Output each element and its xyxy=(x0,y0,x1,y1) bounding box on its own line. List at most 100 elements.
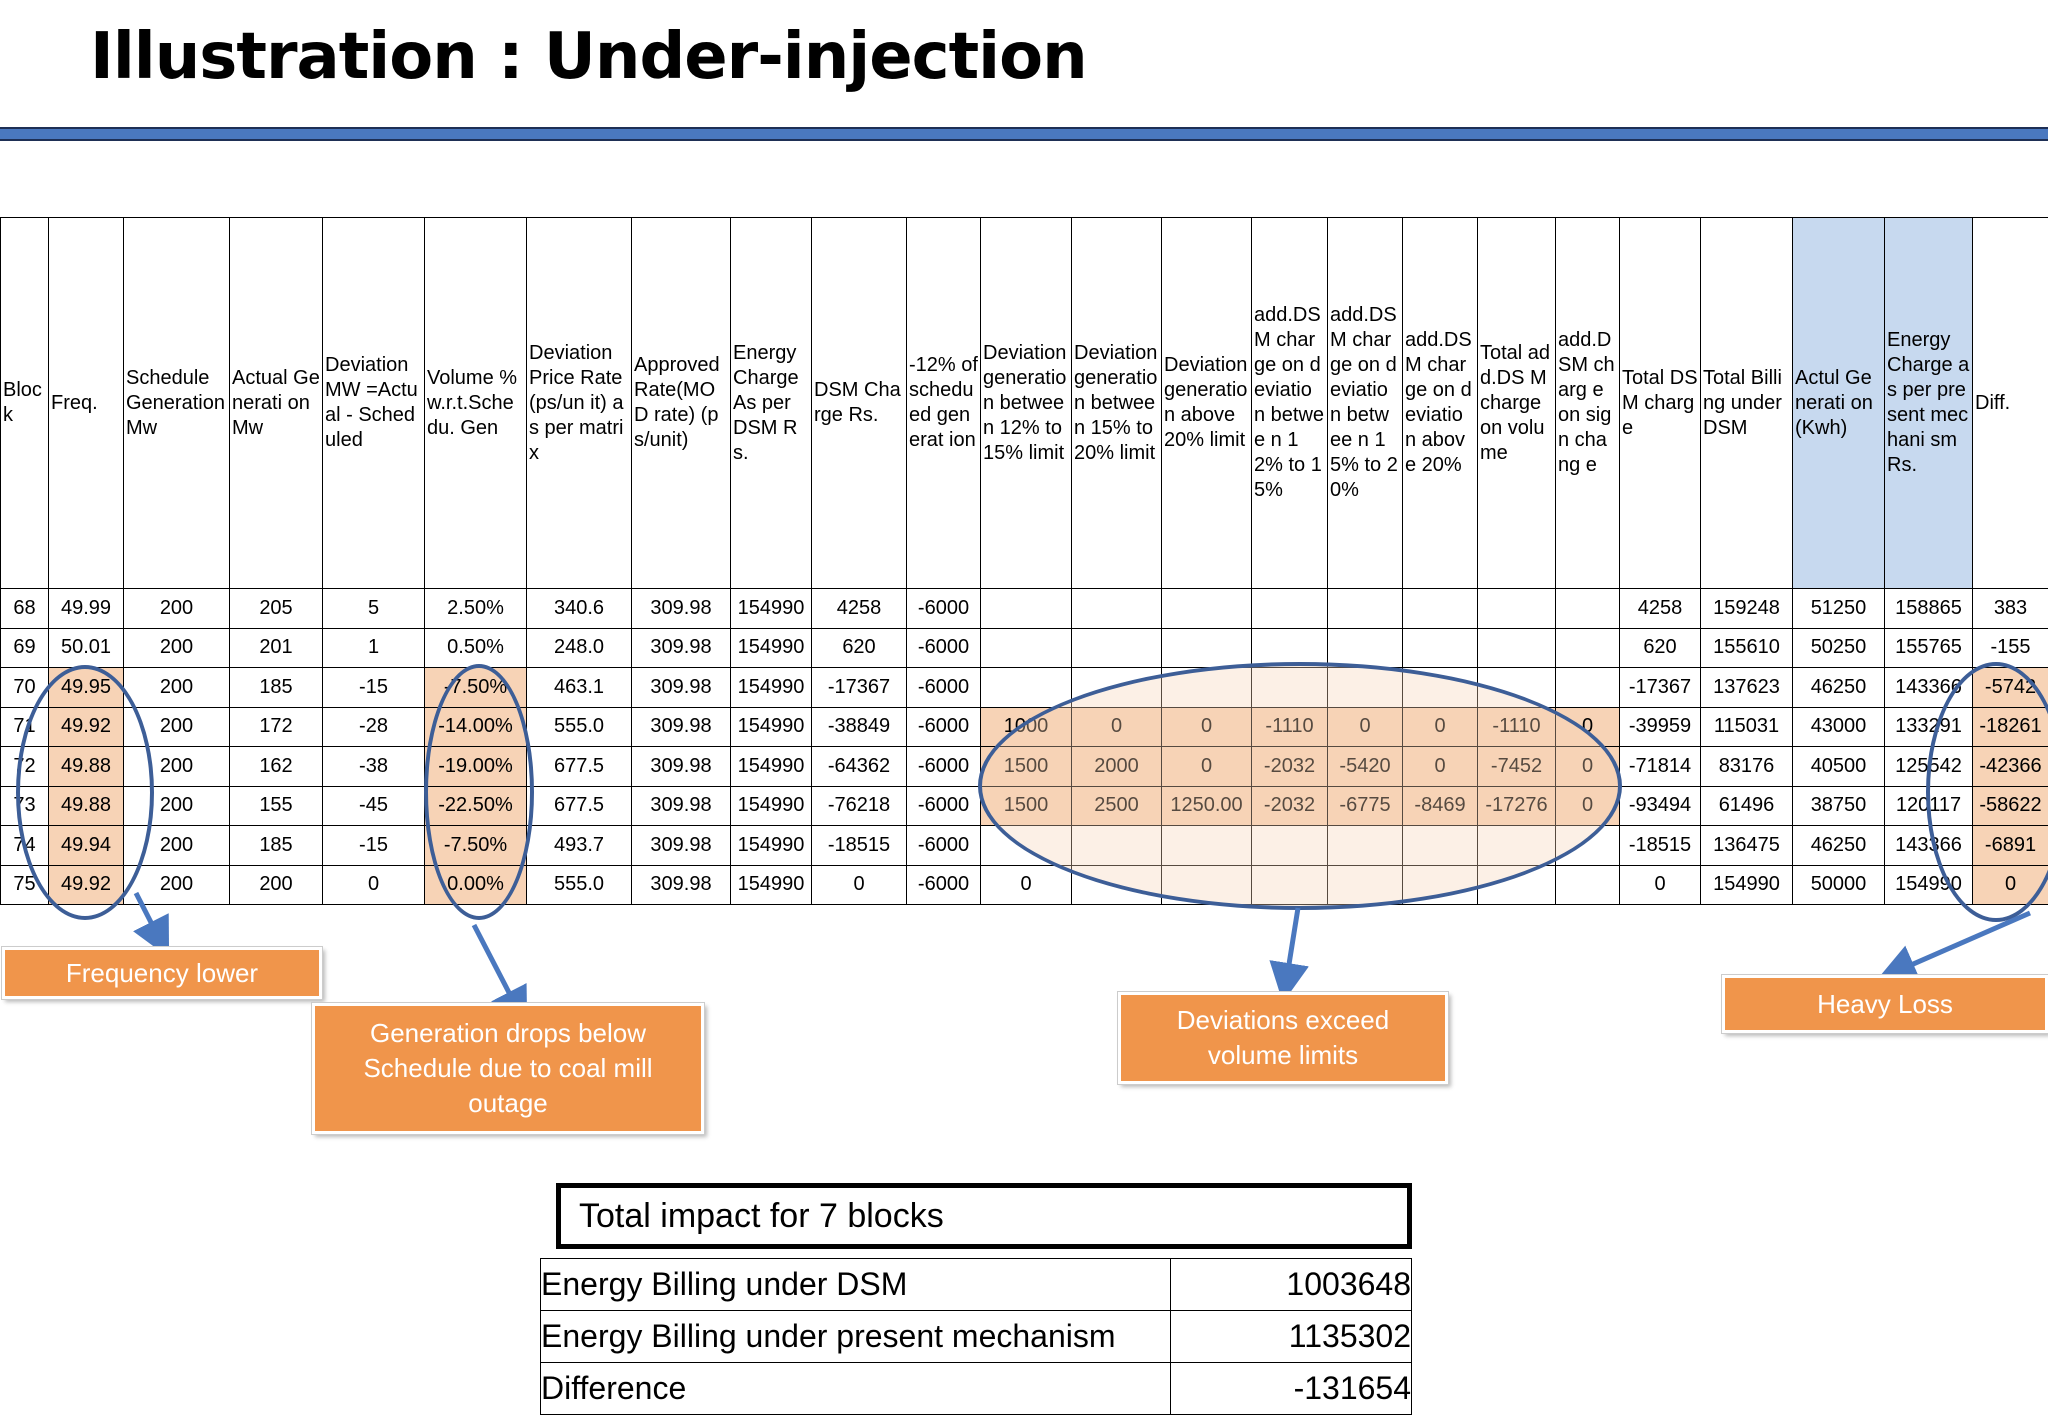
table-cell: -6000 xyxy=(906,627,981,668)
column-header: Schedule Generation Mw xyxy=(123,217,230,589)
table-cell: 162 xyxy=(229,746,323,787)
table-cell: 155610 xyxy=(1700,627,1793,668)
table-cell: -71814 xyxy=(1619,746,1701,787)
table-cell: -17367 xyxy=(1619,667,1701,708)
table-cell xyxy=(1477,627,1556,668)
callout-frequency-lower: Frequency lower xyxy=(2,947,322,999)
table-cell: 61496 xyxy=(1700,785,1793,826)
column-header: Freq. xyxy=(48,217,124,589)
table-cell: 154990 xyxy=(1700,864,1793,905)
table-cell: 49.99 xyxy=(48,588,124,629)
impact-label: Difference xyxy=(540,1362,1171,1415)
table-cell: -15 xyxy=(322,667,425,708)
table-cell: 620 xyxy=(811,627,907,668)
table-cell: 309.98 xyxy=(631,706,731,747)
impact-row: Energy Billing under present mechanism 1… xyxy=(540,1310,1412,1363)
table-cell: 0 xyxy=(322,864,425,905)
table-cell: 154990 xyxy=(730,864,812,905)
deviation-oval xyxy=(978,662,1622,910)
column-header: Approved Rate(MO D rate) (ps/unit) xyxy=(631,217,731,589)
loss-oval xyxy=(1926,662,2048,922)
frequency-oval xyxy=(16,665,154,920)
table-cell: 4258 xyxy=(1619,588,1701,629)
callout-deviations: Deviations exceed volume limits xyxy=(1118,992,1448,1084)
table-cell: 69 xyxy=(0,627,49,668)
table-cell: -15 xyxy=(322,825,425,866)
table-cell: 154990 xyxy=(730,746,812,787)
deviations-arrow xyxy=(1269,907,1309,1003)
table-cell: 383 xyxy=(1972,588,2048,629)
table-cell: -6000 xyxy=(906,864,981,905)
table-cell: 0 xyxy=(1619,864,1701,905)
column-header: Deviation generatio n above 20% limit xyxy=(1161,217,1252,589)
table-cell: -155 xyxy=(1972,627,2048,668)
column-header: Total Billing under DSM xyxy=(1700,217,1793,589)
table-cell: 309.98 xyxy=(631,785,731,826)
title-divider xyxy=(0,127,2048,141)
table-cell: 154990 xyxy=(730,825,812,866)
table-cell: -45 xyxy=(322,785,425,826)
table-cell: 137623 xyxy=(1700,667,1793,708)
table-cell xyxy=(1161,588,1252,629)
table-cell xyxy=(1555,627,1620,668)
table-cell: 155 xyxy=(229,785,323,826)
impact-value: 1135302 xyxy=(1170,1310,1412,1363)
column-header: add.DS M charge on deviatio n above 20% xyxy=(1402,217,1478,589)
column-header: add.D SM charg e on sign chang e xyxy=(1555,217,1620,589)
impact-title: Total impact for 7 blocks xyxy=(556,1183,1412,1249)
table-cell: 309.98 xyxy=(631,864,731,905)
table-cell: 200 xyxy=(229,864,323,905)
table-cell: -6000 xyxy=(906,746,981,787)
table-cell xyxy=(1555,864,1620,905)
table-cell: 200 xyxy=(123,667,230,708)
table-cell: 51250 xyxy=(1792,588,1885,629)
table-cell: 50000 xyxy=(1792,864,1885,905)
table-cell: -6000 xyxy=(906,667,981,708)
table-cell: 154990 xyxy=(730,785,812,826)
table-cell: 185 xyxy=(229,825,323,866)
table-cell xyxy=(1555,588,1620,629)
impact-table: Energy Billing under DSM 1003648 Energy … xyxy=(540,1258,1412,1415)
table-cell: 309.98 xyxy=(631,627,731,668)
table-cell: -18515 xyxy=(1619,825,1701,866)
column-header: Deviation Price Rate(ps/un it) as per ma… xyxy=(526,217,632,589)
table-cell: -76218 xyxy=(811,785,907,826)
table-cell: -93494 xyxy=(1619,785,1701,826)
generation-arrow xyxy=(471,923,528,1028)
table-cell: -38849 xyxy=(811,706,907,747)
table-cell: -64362 xyxy=(811,746,907,787)
table-cell: 154990 xyxy=(730,588,812,629)
table-cell: -6000 xyxy=(906,706,981,747)
table-cell: 2.50% xyxy=(424,588,527,629)
loss-arrow xyxy=(1876,910,2032,983)
table-cell: 40500 xyxy=(1792,746,1885,787)
column-header: Deviation generatio n between 12% to 15%… xyxy=(980,217,1072,589)
table-cell: 463.1 xyxy=(526,667,632,708)
table-cell xyxy=(980,627,1072,668)
column-header: -12% of schedu ed generat ion xyxy=(906,217,981,589)
table-cell: 677.5 xyxy=(526,785,632,826)
impact-row: Energy Billing under DSM 1003648 xyxy=(540,1258,1412,1311)
table-cell xyxy=(980,588,1072,629)
table-cell: 0 xyxy=(811,864,907,905)
table-cell: -17367 xyxy=(811,667,907,708)
table-cell: 309.98 xyxy=(631,746,731,787)
column-header: Actual Generati on Mw xyxy=(229,217,323,589)
impact-label: Energy Billing under DSM xyxy=(540,1258,1171,1311)
table-cell: 309.98 xyxy=(631,667,731,708)
table-cell: 4258 xyxy=(811,588,907,629)
table-cell: 493.7 xyxy=(526,825,632,866)
table-cell: -28 xyxy=(322,706,425,747)
impact-value: -131654 xyxy=(1170,1362,1412,1415)
table-cell: -6000 xyxy=(906,825,981,866)
impact-value: 1003648 xyxy=(1170,1258,1412,1311)
table-cell: 83176 xyxy=(1700,746,1793,787)
column-header: Actul Generati on (Kwh) xyxy=(1792,217,1885,589)
table-cell: 309.98 xyxy=(631,588,731,629)
table-cell xyxy=(1402,588,1478,629)
table-cell: 200 xyxy=(123,627,230,668)
column-header: Total add.DS M charge on volume xyxy=(1477,217,1556,589)
table-cell: 201 xyxy=(229,627,323,668)
